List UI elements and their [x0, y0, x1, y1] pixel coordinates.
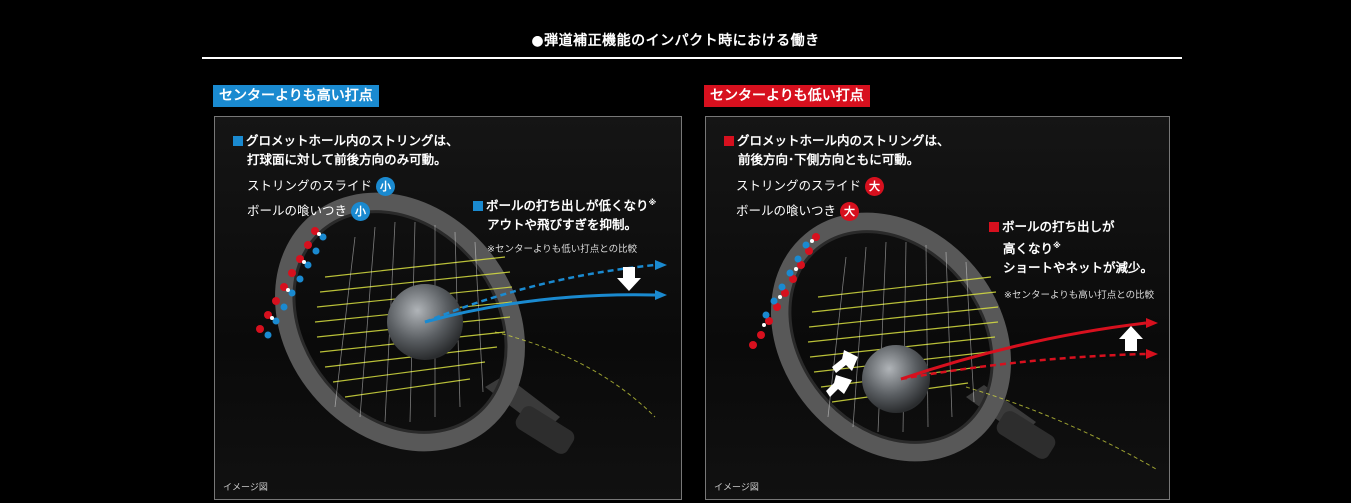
left-bite-row: ボールの喰いつき小	[247, 200, 371, 221]
left-slide-badge: 小	[376, 177, 396, 196]
down-arrow-icon	[617, 267, 641, 291]
left-effect-line1: ボールの打ち出しが低くなり	[486, 198, 649, 214]
left-grommet-strings	[256, 227, 327, 339]
right-tag: センターよりも低い打点	[704, 85, 870, 107]
left-description: グロメットホール内のストリングは、 打球面に対して前後方向のみ可動。	[233, 131, 459, 169]
left-desc-line1: グロメットホール内のストリングは、	[246, 133, 459, 148]
left-racket-illustration	[256, 192, 667, 454]
red-square-icon	[989, 222, 999, 232]
right-description: グロメットホール内のストリングは、 前後方向･下側方向ともに可動。	[724, 131, 950, 169]
up-arrow-icon	[1119, 326, 1143, 351]
left-effect-line2: アウトや飛びすぎを抑制。	[487, 217, 638, 233]
left-desc-line2: 打球面に対して前後方向のみ可動。	[247, 152, 447, 167]
right-effect-line1: ボールの打ち出しが	[1002, 219, 1115, 234]
right-ball	[862, 345, 930, 413]
right-slide-badge: 大	[865, 177, 885, 196]
right-effect-mark: ※	[1053, 241, 1061, 250]
right-bite-row: ボールの喰いつき大	[736, 200, 860, 221]
left-tag: センターよりも高い打点	[213, 85, 379, 107]
right-comparison-note: ※センターよりも高い打点との比較	[1004, 290, 1155, 301]
left-comparison-note: ※センターよりも低い打点との比較	[487, 244, 638, 255]
blue-square-icon	[473, 201, 483, 212]
left-bite-label: ボールの喰いつき	[247, 203, 348, 218]
blue-square-icon	[233, 136, 243, 146]
right-slide-row: ストリングのスライド大	[736, 175, 885, 196]
left-bite-badge: 小	[351, 202, 371, 221]
left-image-note: イメージ図	[223, 483, 268, 493]
left-racket-frame	[275, 192, 525, 452]
page-title: ●弾道補正機能のインパクト時における働き	[531, 33, 820, 49]
right-effect-line2: 高くなり	[1003, 241, 1054, 257]
right-bite-badge: 大	[840, 202, 860, 221]
right-image-note: イメージ図	[714, 483, 759, 493]
right-slide-label: ストリングのスライド	[736, 178, 862, 193]
right-grommet-strings	[749, 233, 820, 349]
right-trajectory-reference	[900, 352, 1147, 381]
left-panel: グロメットホール内のストリングは、 打球面に対して前後方向のみ可動。 ストリング…	[214, 116, 682, 500]
left-slide-row: ストリングのスライド小	[247, 175, 396, 196]
left-slide-label: ストリングのスライド	[247, 178, 373, 193]
right-racket-illustration	[749, 212, 1158, 470]
right-effect-line3: ショートやネットが減少。	[1003, 260, 1154, 276]
right-panel: グロメットホール内のストリングは、 前後方向･下側方向ともに可動。 ストリングの…	[705, 116, 1170, 500]
right-desc-line2: 前後方向･下側方向ともに可動。	[738, 152, 920, 167]
left-effect: ボールの打ち出しが低くなり※ アウトや飛びすぎを抑制。	[473, 193, 656, 234]
right-bite-label: ボールの喰いつき	[736, 203, 837, 218]
red-square-icon	[724, 136, 734, 146]
right-trajectory-corrected	[900, 321, 1147, 381]
right-desc-line1: グロメットホール内のストリングは、	[737, 133, 950, 148]
right-effect: ボールの打ち出しが 高くなり※ ショートやネットが減少。	[989, 217, 1153, 277]
title-divider	[202, 57, 1182, 59]
left-trajectory-corrected	[424, 293, 656, 324]
inward-arrows-icon	[826, 350, 858, 397]
left-effect-mark: ※	[648, 198, 657, 207]
